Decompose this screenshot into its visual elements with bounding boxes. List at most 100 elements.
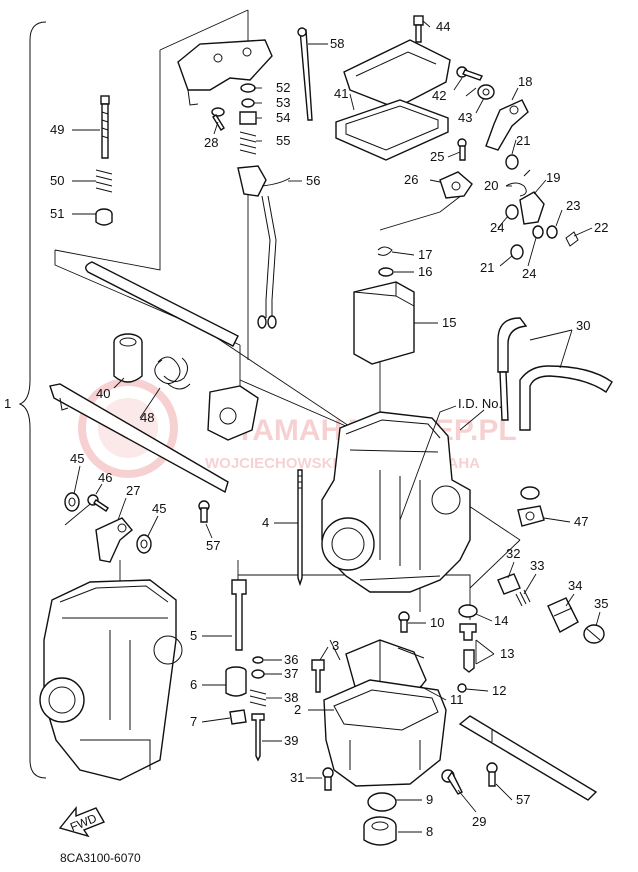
part-lever-27 xyxy=(95,517,133,563)
part-carburetor-assembly-left xyxy=(39,579,183,781)
part-long-hose xyxy=(85,261,239,347)
part-screw-57a xyxy=(198,500,210,523)
part-clip-17 xyxy=(377,246,393,256)
part-carburetor-body-main xyxy=(321,411,471,593)
part-pulley-unit xyxy=(207,385,259,441)
part-clamp-47 xyxy=(517,486,545,527)
callout-57b: 57 xyxy=(516,792,530,807)
part-bracket-26 xyxy=(439,171,473,199)
part-sleeve-40 xyxy=(113,333,143,383)
callout-12: 12 xyxy=(492,683,506,698)
callout-10: 10 xyxy=(430,615,444,630)
callout-50: 50 xyxy=(50,173,64,188)
callout-34: 34 xyxy=(568,578,582,593)
part-valve-seat xyxy=(459,623,477,641)
callout-15: 15 xyxy=(442,315,456,330)
part-top-cover xyxy=(343,39,451,109)
part-float-chamber-2 xyxy=(323,679,447,787)
callout-43: 43 xyxy=(458,110,472,125)
callout-57a: 57 xyxy=(206,538,220,553)
leader-lines xyxy=(72,20,601,833)
callout-17: 17 xyxy=(418,247,432,262)
callout-3: 3 xyxy=(332,638,339,653)
callout-8: 8 xyxy=(426,824,433,839)
part-screw-28 xyxy=(211,107,225,131)
callout-54: 54 xyxy=(276,110,290,125)
callout-28: 28 xyxy=(204,135,218,150)
callout-49: 49 xyxy=(50,122,64,137)
part-support-bar-left xyxy=(49,383,229,494)
part-screw-31 xyxy=(322,767,334,791)
callout-39: 39 xyxy=(284,733,298,748)
watermark: YAMAHA-SKLEP.PL WOJCIECHOWSKI - DEALER Y… xyxy=(78,378,517,478)
drawing-code: 8CA3100-6070 xyxy=(60,851,141,865)
callout-16: 16 xyxy=(418,264,432,279)
callout-30: 30 xyxy=(576,318,590,333)
callout-27: 27 xyxy=(126,483,140,498)
part-bolt-46 xyxy=(87,494,109,512)
part-spring-38 xyxy=(249,689,267,707)
part-jet-holder-6 xyxy=(225,666,247,697)
callout-47: 47 xyxy=(574,514,588,529)
callout-45a: 45 xyxy=(70,451,84,466)
callout-52: 52 xyxy=(276,80,290,95)
callout-48: 48 xyxy=(140,410,154,425)
callout-53: 53 xyxy=(276,95,290,110)
part-main-jet-7 xyxy=(229,709,247,725)
part-pilot-screw-39 xyxy=(251,713,265,762)
callout-36: 36 xyxy=(284,652,298,667)
part-bushing-21b xyxy=(510,244,524,260)
part-screw-25 xyxy=(457,138,467,161)
callout-38: 38 xyxy=(284,690,298,705)
part-bushing-21a xyxy=(505,154,519,170)
callout-labels: 1 2 3 4 5 6 7 8 9 10 11 12 13 14 15 16 1… xyxy=(4,19,608,865)
callout-23: 23 xyxy=(566,198,580,213)
callout-44: 44 xyxy=(436,19,450,34)
callout-29: 29 xyxy=(472,814,486,829)
callout-21a: 21 xyxy=(516,133,530,148)
part-float-valve-13 xyxy=(463,649,475,673)
part-gasket-41 xyxy=(335,99,449,161)
callout-11: 11 xyxy=(450,692,464,707)
part-washer-45b xyxy=(136,534,152,554)
part-jet-3 xyxy=(311,659,325,693)
callout-21b: 21 xyxy=(480,260,494,275)
part-washer-45a xyxy=(64,492,80,512)
callout-1: 1 xyxy=(4,396,11,411)
callout-26: 26 xyxy=(404,172,418,187)
callout-35: 35 xyxy=(594,596,608,611)
callout-5: 5 xyxy=(190,628,197,643)
part-washer-24b xyxy=(532,225,544,239)
callout-25: 25 xyxy=(430,149,444,164)
callout-42: 42 xyxy=(432,88,446,103)
callout-58: 58 xyxy=(330,36,344,51)
part-needle-4 xyxy=(297,469,303,587)
callout-2: 2 xyxy=(294,702,301,717)
fwd-arrow-icon: FWD xyxy=(58,806,106,838)
callout-56: 56 xyxy=(306,173,320,188)
callout-18: 18 xyxy=(518,74,532,89)
part-washer-23 xyxy=(546,225,558,239)
callout-45b: 45 xyxy=(152,501,166,516)
callout-6: 6 xyxy=(190,677,197,692)
callout-13: 13 xyxy=(500,646,514,661)
part-fitting-12 xyxy=(457,683,467,693)
part-throttle-valve-15 xyxy=(353,281,415,365)
part-washer-24a xyxy=(505,204,519,220)
callout-41: 41 xyxy=(334,86,348,101)
callout-31: 31 xyxy=(290,770,304,785)
callout-14: 14 xyxy=(494,613,508,628)
part-oring-9 xyxy=(367,792,397,812)
part-adjuster-stack xyxy=(239,83,257,155)
part-pilot-screw-set xyxy=(95,95,113,226)
callout-24a: 24 xyxy=(490,220,504,235)
part-clamp-strap xyxy=(297,27,313,121)
callout-22: 22 xyxy=(594,220,608,235)
assembly-bracket xyxy=(18,21,47,779)
part-spring-20 xyxy=(505,169,531,197)
part-needle-jet-5 xyxy=(231,579,247,651)
part-oring-36 xyxy=(252,656,264,664)
part-oring-14 xyxy=(458,604,478,618)
part-washer-16 xyxy=(378,267,394,277)
